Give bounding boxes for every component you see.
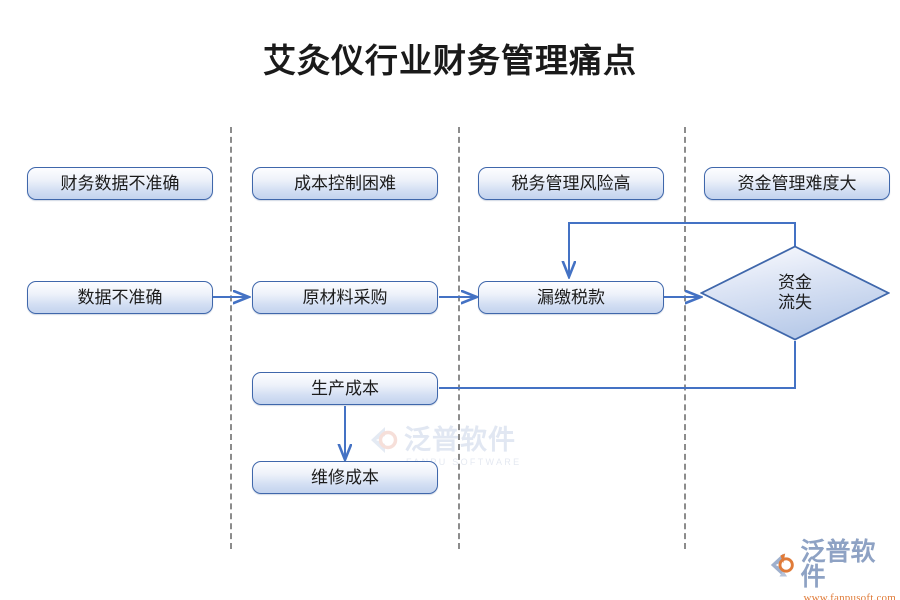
page-title: 艾灸仪行业财务管理痛点: [263, 44, 637, 80]
node-production-cost[interactable]: 生产成本: [252, 372, 438, 405]
node-data-inaccurate[interactable]: 数据不准确: [27, 281, 213, 314]
column-header-cost-control[interactable]: 成本控制困难: [252, 167, 438, 200]
connector-production-to-capital: [439, 341, 796, 389]
node-maintenance-cost[interactable]: 维修成本: [252, 461, 438, 494]
node-capital-loss[interactable]: 资金 流失: [700, 245, 890, 341]
column-divider-2: [458, 127, 460, 549]
watermark-logo-icon: [371, 427, 398, 453]
column-header-capital-management[interactable]: 资金管理难度大: [704, 167, 890, 200]
column-header-tax-risk[interactable]: 税务管理风险高: [478, 167, 664, 200]
watermark-text: 泛普软件: [404, 424, 516, 455]
node-tax-underpayment[interactable]: 漏缴税款: [478, 281, 664, 314]
brand-logo-text: 泛普软件: [800, 538, 876, 591]
column-header-finance-data[interactable]: 财务数据不准确: [27, 167, 213, 200]
brand-logo: 泛普软件 www.fanpusoft.com: [768, 540, 896, 600]
brand-logo-icon: [770, 553, 794, 577]
column-divider-3: [684, 127, 686, 549]
brand-logo-url: www.fanpusoft.com: [803, 592, 896, 600]
column-divider-1: [230, 127, 232, 549]
node-raw-material-purchase[interactable]: 原材料采购: [252, 281, 438, 314]
